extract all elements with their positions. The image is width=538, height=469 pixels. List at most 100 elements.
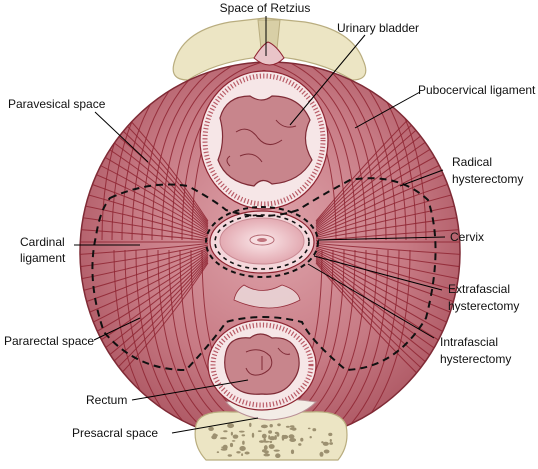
sacrum-pore [236, 451, 241, 454]
sacrum-pore [269, 424, 273, 428]
sacrum-pore [263, 445, 268, 451]
sacrum-pore [230, 431, 233, 436]
leader-lines [74, 16, 446, 434]
muscle-fiber [261, 249, 411, 442]
label-paravesical-space: Paravesical space [8, 97, 106, 111]
muscle-fiber [261, 249, 389, 442]
extrafascial-hysterectomy-boundary [205, 206, 319, 278]
muscle-fiber [80, 246, 209, 282]
sacrum-pore [285, 425, 290, 428]
sacrum-pore [231, 440, 236, 442]
sacrum-pore [319, 451, 324, 457]
muscle-fiber [263, 62, 377, 241]
radical-hysterectomy-boundary [91, 177, 437, 372]
muscle-fiber [80, 247, 209, 295]
muscle-fiber [261, 249, 400, 442]
sacrum-pore [269, 440, 273, 444]
muscle-fiber [263, 62, 357, 241]
cervix [209, 210, 315, 274]
sacrum-pore [232, 434, 239, 439]
sacrum-pore [241, 434, 246, 437]
muscle-fiber [80, 202, 209, 238]
sacrum-pore [281, 435, 285, 441]
label-space-of-retzius: Space of Retzius [220, 1, 311, 15]
muscle-fiber [151, 62, 265, 241]
muscle-fiber [161, 62, 265, 241]
sacrum-pore [212, 433, 217, 439]
sacrum-pore [328, 432, 333, 437]
sacrum-pore [329, 442, 333, 445]
sacrum-pore [208, 426, 214, 431]
sacrum-pore [275, 453, 281, 459]
sacrum-pore [223, 430, 228, 433]
sacrum-pore [298, 443, 302, 446]
muscle-fiber [80, 215, 209, 240]
muscle-fiber [80, 244, 209, 269]
label-radical-hysterectomy-2: hysterectomy [452, 172, 523, 186]
muscle-fiber [263, 62, 387, 241]
label-extrafascial-hysterectomy-1: Extrafascial [448, 282, 510, 296]
intrafascial-hysterectomy-boundary [214, 214, 310, 270]
sacrum-pore [263, 453, 271, 457]
space-of-retzius [253, 41, 285, 66]
label-presacral-space: Presacral space [72, 426, 158, 440]
sacrum-pore [239, 446, 246, 451]
muscle-fiber [261, 249, 378, 442]
sacrum-pore [249, 422, 252, 427]
sacrum-pore [309, 436, 312, 439]
rectal-folds [245, 347, 291, 376]
sacrum-pore [242, 440, 245, 445]
sacrum-pore [277, 423, 281, 427]
muscle-fiber [80, 228, 209, 241]
sacrum-pore [241, 453, 244, 456]
label-pararectal-space: Pararectal space [4, 334, 94, 348]
bladder-lumen [217, 95, 313, 187]
sacrum-trabecular-pattern [208, 422, 333, 459]
label-radical-hysterectomy-1: Radical [452, 155, 492, 169]
sacrum-pore [312, 428, 317, 432]
label-intrafascial-hysterectomy-1: Intrafascial [440, 335, 498, 349]
sacrum [194, 411, 348, 461]
sacrum-pore [216, 451, 220, 454]
muscle-fiber [263, 62, 407, 241]
sacrum-pore [289, 425, 295, 428]
sacrum-pore [289, 427, 296, 430]
sacrum-pore [263, 450, 269, 454]
rectum [207, 319, 317, 411]
muscle-fiber [315, 228, 460, 241]
muscle-fiber [124, 249, 263, 442]
sacrum-pore [300, 437, 304, 442]
label-extrafascial-hysterectomy-2: hysterectomy [448, 299, 519, 313]
sacrum-pore [329, 439, 332, 442]
label-intrafascial-hysterectomy-2: hysterectomy [440, 352, 511, 366]
muscle-fiber [171, 62, 265, 241]
sacrum-pore [222, 444, 228, 450]
sacrum-pore [261, 433, 267, 439]
sacrum-pore [274, 431, 279, 435]
sacrum-pore [238, 430, 245, 433]
sacrum-pore [260, 424, 268, 429]
sacrum-pore [269, 436, 276, 441]
label-rectum: Rectum [86, 393, 127, 407]
sacrum-pore [290, 449, 295, 455]
sacrum-pore [259, 440, 265, 443]
sacrum-pore [257, 430, 262, 432]
sacrum-pore [273, 449, 280, 452]
sacrum-pore [251, 432, 255, 438]
muscle-fiber [135, 249, 263, 442]
sacrum-pore [289, 438, 297, 442]
sacrum-pore [322, 441, 329, 446]
sacrum-pore [263, 440, 270, 443]
label-urinary-bladder: Urinary bladder [337, 21, 419, 35]
muscle-fiber [315, 215, 460, 240]
bladder-mucosal-folds [226, 119, 297, 167]
sacrum-pore [323, 449, 330, 454]
muscle-fiber [263, 62, 397, 241]
label-cardinal-ligament-2: ligament [20, 251, 66, 265]
urinary-bladder [199, 70, 329, 210]
muscle-fiber [141, 62, 265, 241]
sacrum-pore [268, 444, 275, 449]
muscle-fiber [80, 249, 209, 308]
label-cardinal-ligament-1: Cardinal [20, 235, 65, 249]
label-pubocervical-ligament: Pubocervical ligament [418, 83, 536, 97]
